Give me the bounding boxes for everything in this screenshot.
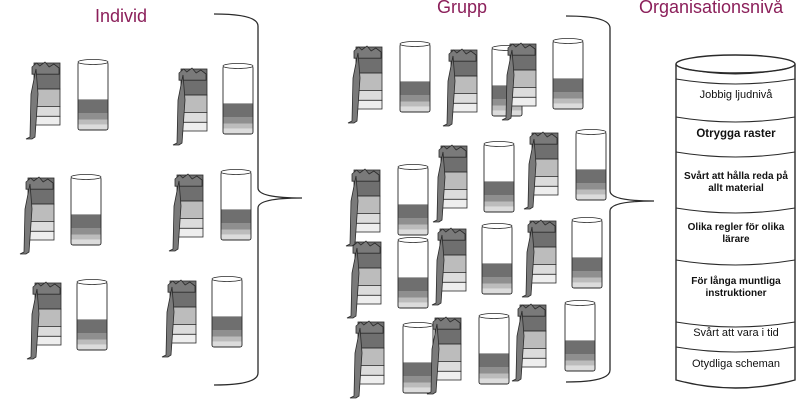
- draped-cylinder-icon: [19, 176, 55, 255]
- draped-cylinder-icon: [25, 61, 61, 140]
- draped-cylinder-icon: [431, 227, 467, 306]
- layered-glass-icon: [478, 313, 510, 385]
- layered-glass-icon: [77, 59, 109, 131]
- draped-cylinder-icon: [345, 168, 381, 247]
- layered-glass-icon: [70, 174, 102, 246]
- layered-glass-icon: [552, 38, 584, 110]
- draped-cylinder-icon: [347, 45, 383, 124]
- layered-glass-icon: [481, 223, 513, 295]
- curly-brace-icon: [213, 13, 303, 386]
- draped-cylinder-icon: [172, 67, 208, 146]
- layered-glass-icon: [575, 129, 607, 201]
- layered-glass-icon: [397, 237, 429, 309]
- draped-cylinder-icon: [26, 281, 62, 360]
- heading-organisation: Organisationsnivå: [639, 0, 784, 17]
- layered-glass-icon: [483, 141, 515, 213]
- draped-cylinder-icon: [161, 279, 197, 358]
- draped-cylinder-icon: [442, 48, 478, 127]
- layered-glass-icon: [211, 276, 243, 348]
- layered-glass-icon: [571, 217, 603, 289]
- draped-cylinder-icon: [521, 219, 557, 298]
- layered-glass-icon: [399, 41, 431, 113]
- draped-cylinder-icon: [511, 303, 547, 382]
- barrel-divider: [675, 346, 796, 353]
- barrel-divider: [675, 151, 796, 158]
- layered-glass-icon: [222, 63, 254, 135]
- draped-cylinder-icon: [346, 240, 382, 319]
- heading-individual: Individ: [95, 6, 148, 26]
- draped-cylinder-icon: [523, 131, 559, 210]
- draped-cylinder-icon: [349, 320, 385, 399]
- heading-group: Grupp: [437, 0, 488, 17]
- draped-cylinder-icon: [501, 42, 537, 121]
- layered-glass-icon: [397, 164, 429, 236]
- barrel-divider: [675, 116, 796, 123]
- layered-glass-icon: [402, 322, 434, 394]
- draped-cylinder-icon: [432, 144, 468, 223]
- draped-cylinder-icon: [168, 173, 204, 252]
- barrel-divider: [675, 259, 796, 266]
- barrel-divider: [675, 78, 796, 85]
- layered-glass-icon: [76, 279, 108, 351]
- barrel-divider: [675, 321, 796, 328]
- curly-brace-icon: [565, 15, 655, 383]
- scroll-barrel-icon: [675, 54, 796, 389]
- layered-glass-icon: [220, 169, 252, 241]
- barrel-divider: [675, 207, 796, 214]
- layered-glass-icon: [564, 300, 596, 372]
- draped-cylinder-icon: [426, 316, 462, 395]
